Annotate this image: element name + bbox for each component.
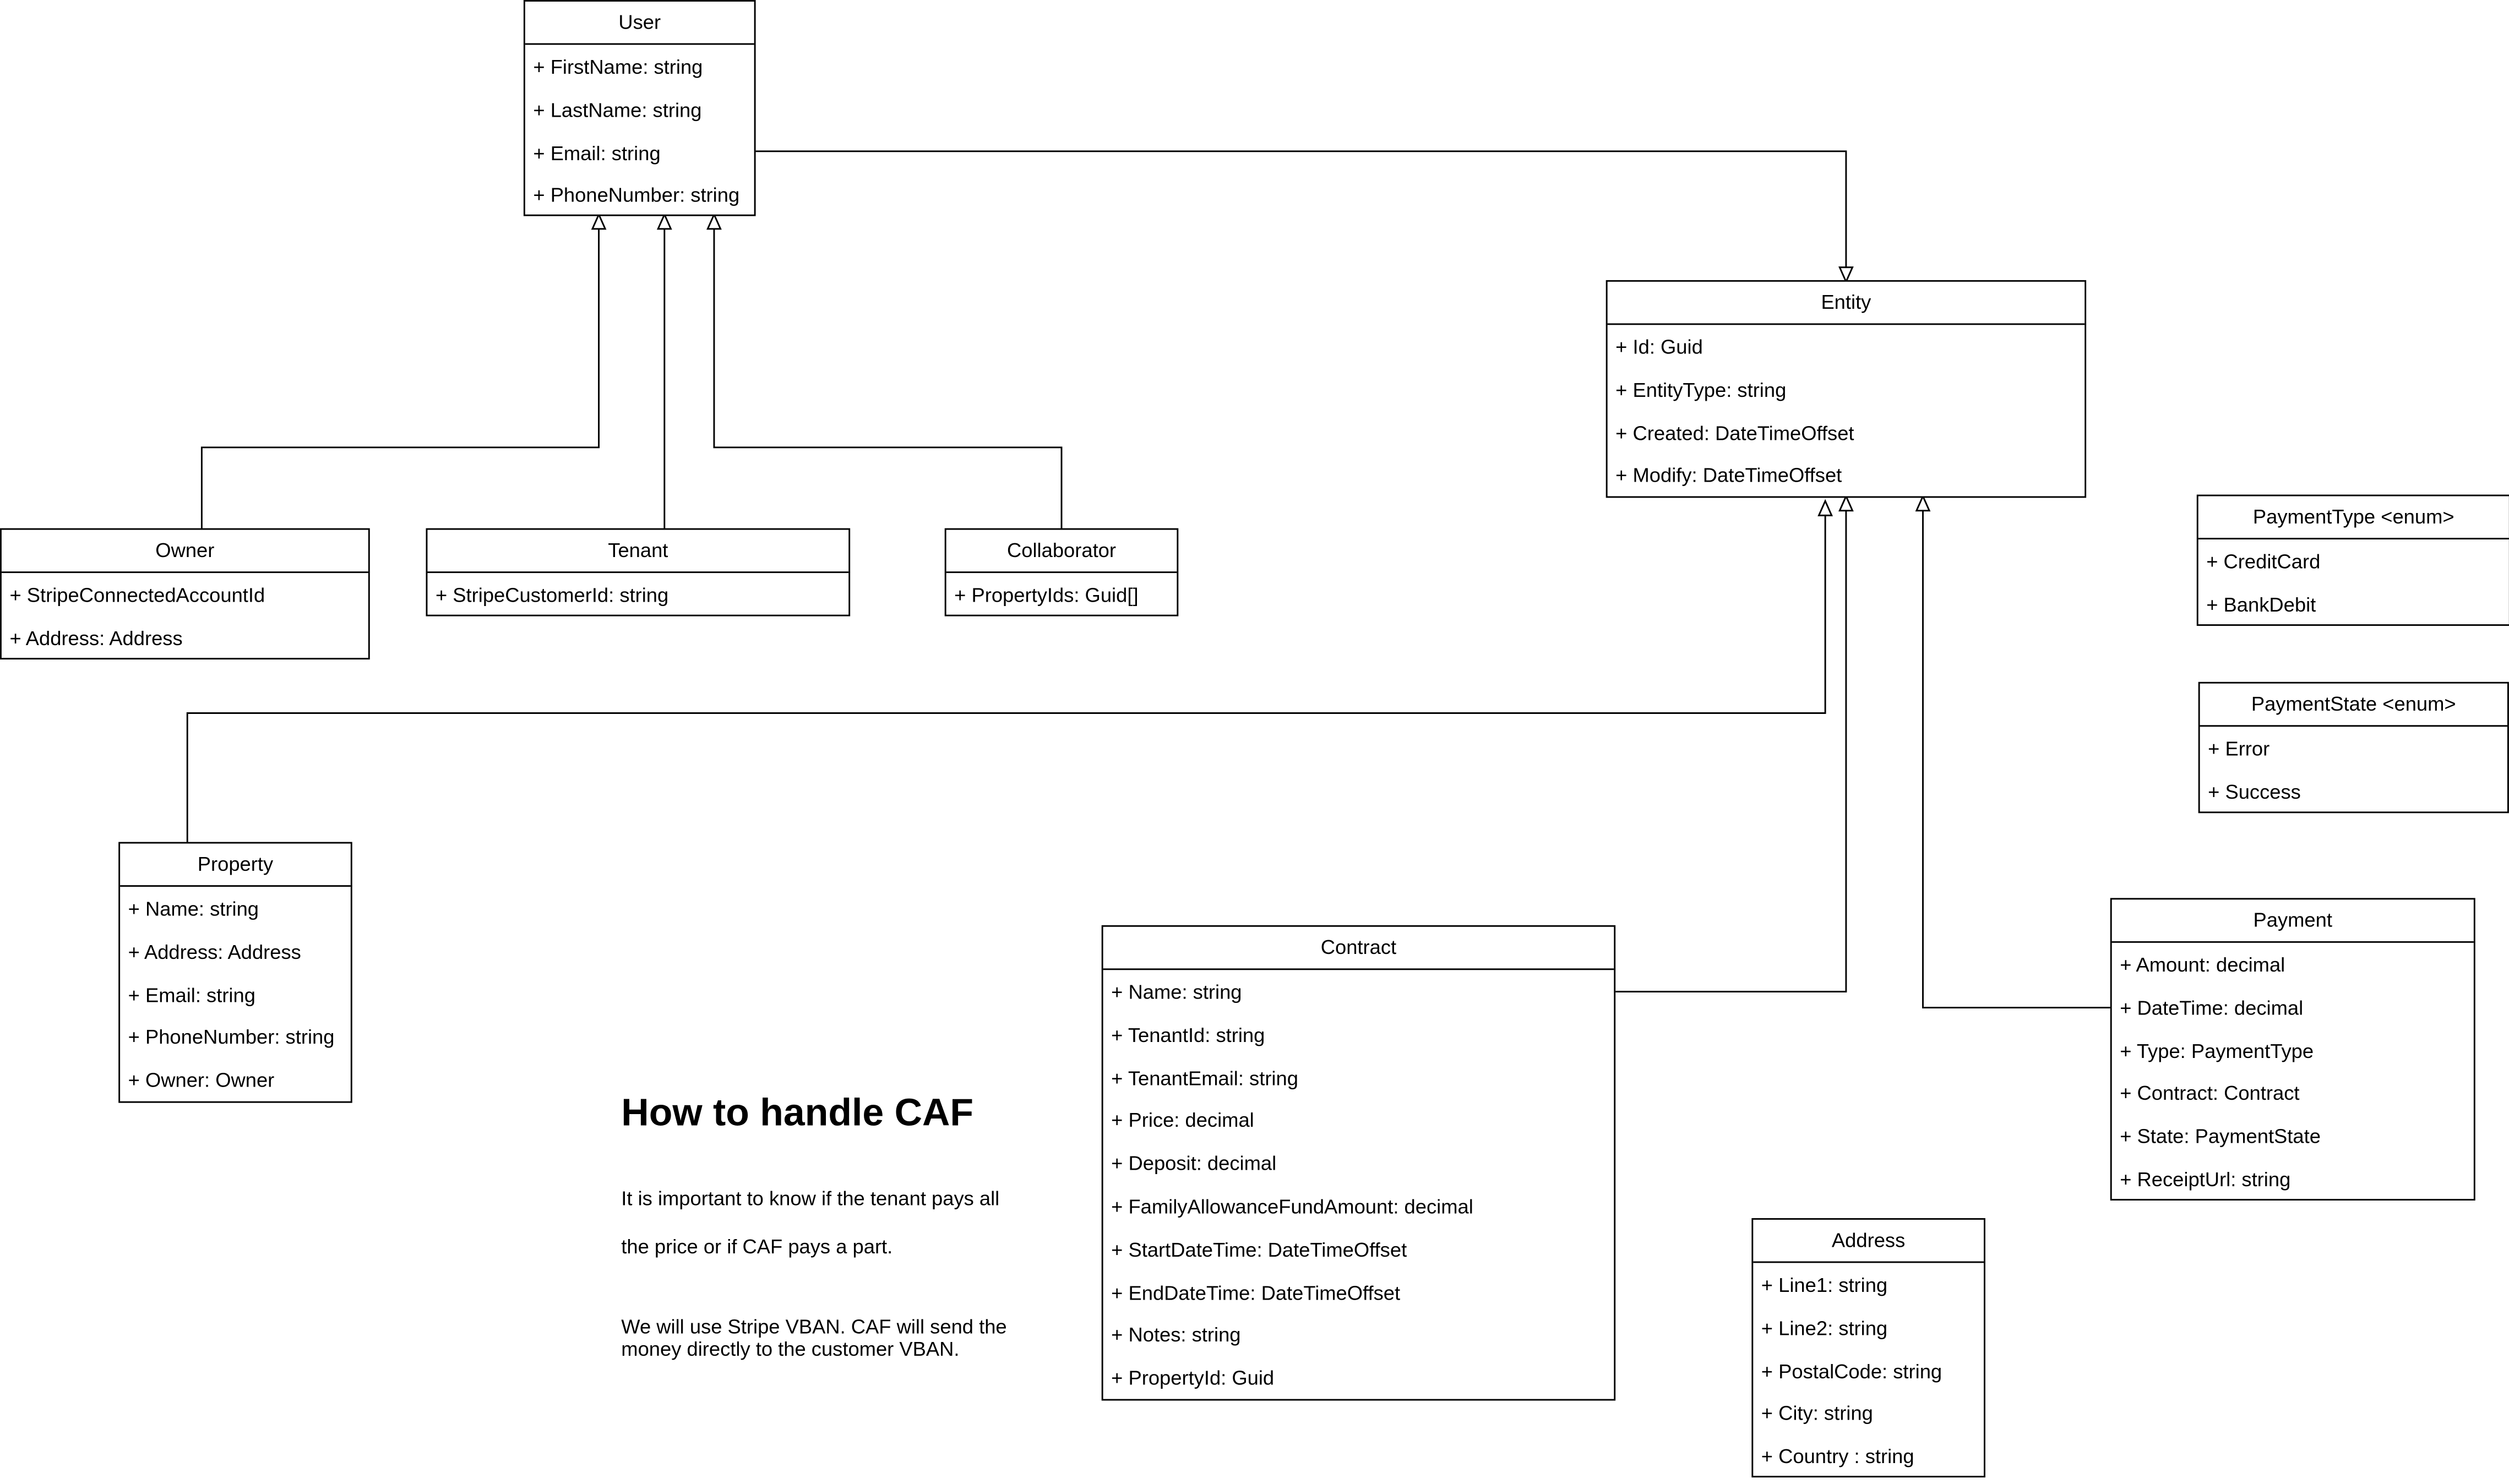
arrowhead-user-from-owner <box>591 212 607 230</box>
class-payment-attr: + DateTime: decimal <box>2120 997 2304 1019</box>
class-property-attr: + Name: string <box>128 898 259 921</box>
class-contract-attr: + EndDateTime: DateTimeOffset <box>1111 1281 1401 1304</box>
enum-payment-state-name: PaymentState <enum> <box>2200 684 2507 727</box>
class-entity-name: Entity <box>1607 282 2085 325</box>
edge-collaborator-user <box>713 228 1063 530</box>
class-contract-attr: + Notes: string <box>1111 1324 1241 1347</box>
enum-payment-state[interactable]: PaymentState <enum> + Error + Success <box>2198 681 2509 814</box>
enum-payment-type-value: + CreditCard <box>2206 550 2321 574</box>
class-user-attr: + Email: string <box>533 141 661 165</box>
class-collaborator-attr: + PropertyIds: Guid[] <box>954 584 1139 607</box>
class-contract-attr: + FamilyAllowanceFundAmount: decimal <box>1111 1196 1473 1218</box>
class-entity-attr: + Modify: DateTimeOffset <box>1615 465 1842 488</box>
class-tenant-attr: + StripeCustomerId: string <box>435 584 669 607</box>
arrowhead-entity-from-payment <box>1915 494 1931 512</box>
edge-contract-entity <box>1615 510 1847 992</box>
class-payment-name: Payment <box>2111 899 2474 943</box>
class-address-attr: + PostalCode: string <box>1761 1360 1942 1383</box>
class-collaborator[interactable]: Collaborator + PropertyIds: Guid[] <box>944 528 1179 616</box>
class-contract-attr: + TenantEmail: string <box>1111 1067 1298 1090</box>
class-user-attr: + LastName: string <box>533 99 702 122</box>
class-payment-attr: + State: PaymentState <box>2120 1125 2321 1148</box>
class-payment-attr: + ReceiptUrl: string <box>2120 1168 2291 1191</box>
class-property-attr: + PhoneNumber: string <box>128 1027 335 1049</box>
arrowhead-entity-from-contract <box>1838 494 1854 512</box>
class-owner-attr: + StripeConnectedAccountId <box>9 584 265 607</box>
class-tenant[interactable]: Tenant + StripeCustomerId: string <box>426 528 851 616</box>
class-entity-attr: + EntityType: string <box>1615 379 1787 402</box>
edge-user-entity <box>755 150 1847 268</box>
class-owner-attr: + Address: Address <box>9 627 183 650</box>
class-user-attr: + PhoneNumber: string <box>533 184 740 208</box>
arrowhead-user-from-tenant <box>656 212 672 230</box>
class-property-attr: + Address: Address <box>128 941 301 964</box>
class-entity-attr: + Created: DateTimeOffset <box>1615 422 1854 445</box>
enum-payment-state-value: + Error <box>2208 738 2270 761</box>
enum-payment-state-value: + Success <box>2208 781 2301 804</box>
class-contract-attr: + Price: decimal <box>1111 1110 1254 1133</box>
class-address-name: Address <box>1753 1220 1984 1263</box>
class-user-attr: + FirstName: string <box>533 56 703 79</box>
enum-payment-type-name: PaymentType <enum> <box>2198 496 2509 539</box>
class-entity[interactable]: Entity + Id: Guid + EntityType: string +… <box>1605 280 2087 498</box>
enum-payment-type[interactable]: PaymentType <enum> + CreditCard + BankDe… <box>2196 494 2509 626</box>
edge-property-entity <box>186 515 1826 844</box>
arrowhead-entity-from-user <box>1838 266 1854 284</box>
class-contract-attr: + StartDateTime: DateTimeOffset <box>1111 1239 1407 1261</box>
note-text-line: money directly to the customer VBAN. <box>621 1338 960 1361</box>
arrowhead-entity-from-property <box>1817 499 1833 516</box>
class-contract-name: Contract <box>1103 927 1614 970</box>
edge-owner-user <box>200 228 600 530</box>
class-contract-attr: + Name: string <box>1111 981 1242 1004</box>
class-collaborator-name: Collaborator <box>946 530 1177 574</box>
class-payment[interactable]: Payment + Amount: decimal + DateTime: de… <box>2110 898 2475 1201</box>
class-contract-attr: + TenantId: string <box>1111 1024 1265 1047</box>
enum-payment-type-value: + BankDebit <box>2206 593 2316 616</box>
class-contract-attr: + PropertyId: Guid <box>1111 1367 1275 1390</box>
class-property[interactable]: Property + Name: string + Address: Addre… <box>118 842 352 1103</box>
class-address[interactable]: Address + Line1: string + Line2: string … <box>1751 1218 1985 1478</box>
note-text-line: It is important to know if the tenant pa… <box>621 1187 1000 1210</box>
class-property-attr: + Email: string <box>128 984 255 1006</box>
note-title: How to handle CAF <box>621 1092 974 1135</box>
class-tenant-name: Tenant <box>427 530 849 574</box>
edge-payment-entity <box>1922 510 2112 1009</box>
class-payment-attr: + Amount: decimal <box>2120 954 2285 976</box>
class-contract-attr: + Deposit: decimal <box>1111 1153 1277 1176</box>
class-property-attr: + Owner: Owner <box>128 1070 275 1092</box>
class-address-attr: + Country : string <box>1761 1445 1914 1469</box>
class-address-attr: + Line1: string <box>1761 1274 1888 1297</box>
class-address-attr: + Line2: string <box>1761 1317 1888 1340</box>
arrowhead-user-from-collaborator <box>706 212 722 230</box>
class-contract[interactable]: Contract + Name: string + TenantId: stri… <box>1101 925 1616 1401</box>
class-owner[interactable]: Owner + StripeConnectedAccountId + Addre… <box>0 528 370 660</box>
class-user-name: User <box>525 2 754 45</box>
class-property-name: Property <box>120 844 351 887</box>
note-text-line: We will use Stripe VBAN. CAF will send t… <box>621 1316 1007 1339</box>
note-text-line: the price or if CAF pays a part. <box>621 1235 893 1258</box>
class-payment-attr: + Contract: Contract <box>2120 1082 2300 1105</box>
class-owner-name: Owner <box>1 530 368 574</box>
class-entity-attr: + Id: Guid <box>1615 336 1703 359</box>
class-payment-attr: + Type: PaymentType <box>2120 1040 2314 1062</box>
class-user[interactable]: User + FirstName: string + LastName: str… <box>523 0 756 216</box>
class-address-attr: + City: string <box>1761 1403 1873 1426</box>
